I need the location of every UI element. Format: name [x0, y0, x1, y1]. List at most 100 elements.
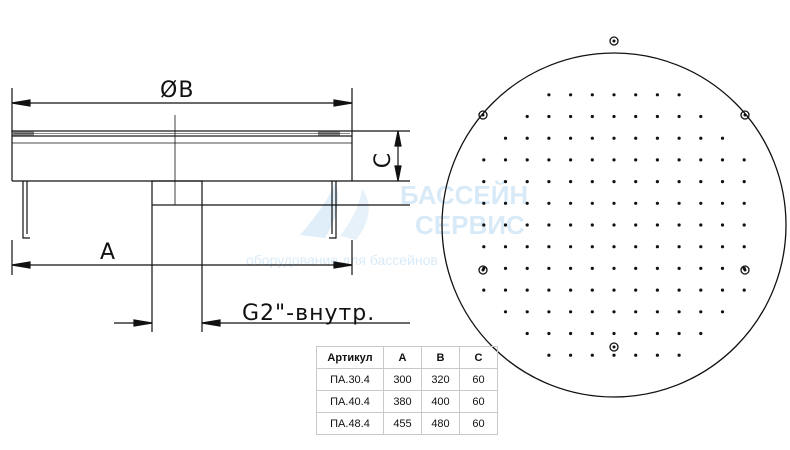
perforation-hole [655, 93, 660, 97]
perforation-hole [612, 266, 616, 270]
perforation-hole [590, 136, 594, 140]
perforation-hole [677, 223, 681, 227]
perforation-hole [742, 288, 746, 292]
perforation-hole [634, 266, 638, 270]
table-cell: 60 [459, 390, 498, 413]
perforation-hole [547, 180, 551, 184]
perforation-hole [634, 288, 638, 292]
perforation-hole [699, 114, 703, 119]
perforation-hole [742, 245, 746, 249]
perforation-hole [720, 288, 725, 292]
perforation-hole [525, 266, 529, 270]
perforation-hole [699, 310, 703, 314]
perforation-hole [547, 223, 551, 227]
perforation-hole [699, 201, 703, 205]
perforation-hole [677, 180, 681, 184]
perforation-hole [677, 310, 681, 314]
perforation-hole [634, 310, 638, 314]
perforation-hole [612, 223, 616, 227]
perforation-hole [503, 223, 508, 227]
perforation-hole [699, 266, 703, 270]
table-row: ПА.30.4 300 320 60 [316, 368, 498, 391]
perforation-hole [590, 201, 594, 205]
table-header-cell: Артикул [316, 346, 384, 369]
table-cell: 455 [383, 412, 422, 435]
perforation-hole [742, 201, 746, 205]
watermark-title: БАССЕЙН [400, 180, 528, 210]
perforation-hole [699, 158, 703, 162]
perforation-hole [503, 310, 508, 314]
perforation-hole [525, 288, 529, 292]
perforation-hole [634, 180, 638, 184]
perforation-hole [525, 136, 529, 140]
perforation-hole [742, 158, 746, 162]
perforation-hole [655, 310, 660, 314]
mounting-hole-center [481, 268, 485, 272]
perforation-hole [590, 245, 594, 249]
perforation-hole [569, 223, 573, 227]
table-header-row: Артикул A B C [316, 346, 498, 369]
perforation-hole [699, 180, 703, 184]
perforation-hole [720, 180, 725, 184]
perforation-hole [634, 245, 638, 249]
perforation-hole [547, 353, 551, 357]
label-a: A [100, 240, 116, 265]
label-thread: G2"-внутр. [242, 301, 375, 326]
perforation-hole [590, 93, 594, 97]
perforation-hole [612, 288, 616, 292]
perforation-hole [503, 158, 508, 162]
mounting-hole-center [612, 345, 616, 349]
perforation-hole [503, 201, 508, 205]
table-cell: 320 [421, 368, 460, 391]
spec-table: Артикул A B C ПА.30.4 300 320 60 ПА.40.4… [316, 346, 498, 435]
mounting-hole [740, 265, 750, 275]
perforation-hole [503, 136, 508, 140]
perforation-hole [699, 288, 703, 292]
table-cell: 480 [421, 412, 460, 435]
perforation-hole [720, 136, 725, 140]
perforation-hole [677, 114, 681, 119]
perforation-hole [482, 288, 486, 292]
watermark-subtitle: СЕРВИС [415, 210, 525, 240]
perforation-hole [547, 158, 551, 162]
perforation-hole [503, 288, 508, 292]
perforation-hole [699, 136, 703, 140]
perforation-hole [655, 136, 660, 140]
perforation-hole [612, 93, 616, 97]
perforation-hole [547, 136, 551, 140]
perforation-hole [569, 180, 573, 184]
watermark: БАССЕЙН СЕРВИС оборудование для бассейно… [246, 180, 528, 268]
perforation-hole [482, 158, 486, 162]
perforation-hole [482, 201, 486, 205]
perforation-hole [612, 201, 616, 205]
perforation-hole [720, 266, 725, 270]
perforation-hole [677, 245, 681, 249]
table-header-cell: A [383, 346, 422, 369]
perforation-hole [590, 223, 594, 227]
mounting-hole [609, 36, 619, 46]
perforation-hole [525, 310, 529, 314]
perforation-hole [525, 158, 529, 162]
perforation-hole [634, 158, 638, 162]
perforation-hole [699, 223, 703, 227]
top-view [441, 36, 787, 398]
perforation-hole [525, 245, 529, 249]
perforation-hole [677, 266, 681, 270]
perforation-hole [612, 245, 616, 249]
perforation-hole [525, 331, 529, 336]
label-c: C [371, 152, 396, 168]
table-cell: 60 [459, 368, 498, 391]
perforation-hole [569, 245, 573, 249]
perforation-hole [612, 158, 616, 162]
perforation-hole [655, 353, 660, 357]
perforation-hole [720, 310, 725, 314]
watermark-tagline: оборудование для бассейнов [246, 252, 438, 268]
perforation-hole [569, 114, 573, 119]
perforation-hole [634, 114, 638, 119]
perforation-hole [547, 288, 551, 292]
perforation-hole [569, 201, 573, 205]
table-row: ПА.48.4 455 480 60 [316, 412, 498, 435]
perforation-hole [569, 353, 573, 357]
perforation-hole [677, 158, 681, 162]
table-cell: 400 [421, 390, 460, 413]
